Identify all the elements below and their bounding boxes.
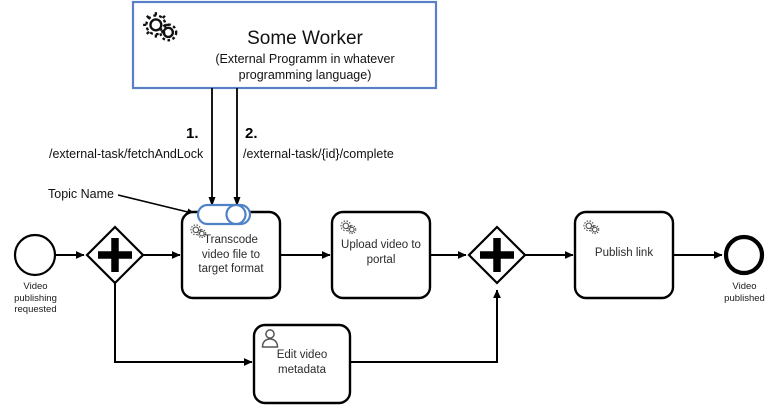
gears-icon-transcode xyxy=(190,224,207,239)
worker-subtitle: (External Programm in whatever programmi… xyxy=(215,52,395,82)
gateway-split-shape xyxy=(85,225,145,285)
call-number-1: 1. xyxy=(186,125,199,142)
worker-box xyxy=(131,0,438,90)
user-icon-edit-metadata xyxy=(261,329,279,348)
start-event-label: Video publishing requested xyxy=(14,281,57,316)
flow-split-to-edit-metadata xyxy=(114,283,253,366)
topic-name-annotation: Topic Name xyxy=(48,187,114,201)
gears-icon-upload xyxy=(340,220,357,235)
end-event-label: Video published xyxy=(724,281,765,304)
gateway-join-shape xyxy=(467,225,527,285)
call-endpoint-1: /external-task/fetchAndLock xyxy=(49,147,204,161)
task-edit-metadata-label: Edit video metadata xyxy=(276,349,328,376)
call-endpoint-2: /external-task/{id}/complete xyxy=(243,147,394,161)
task-transcode-label: Transcode video file to target format xyxy=(198,234,264,276)
call-number-2: 2. xyxy=(245,125,258,142)
topic-badge xyxy=(196,203,252,226)
flow-edit-metadata-to-join xyxy=(350,289,501,363)
start-event-shape xyxy=(13,233,57,277)
worker-title: Some Worker xyxy=(247,28,363,49)
gears-icon-worker xyxy=(143,12,178,42)
task-upload-label: Upload video to portal xyxy=(341,239,421,266)
topic-name-leader xyxy=(117,194,197,216)
end-event-shape xyxy=(723,234,765,276)
gears-icon-publish xyxy=(583,220,600,235)
task-publish-label: Publish link xyxy=(594,247,654,259)
task-edit-metadata-shape[interactable] xyxy=(252,323,352,405)
